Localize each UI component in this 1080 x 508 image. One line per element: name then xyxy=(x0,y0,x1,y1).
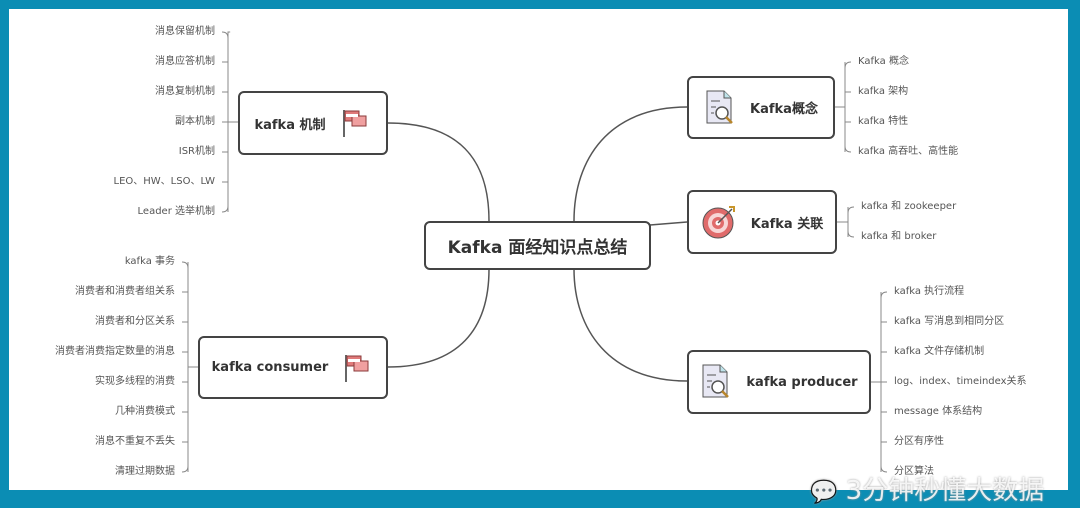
subtopic[interactable]: Leader 选举机制 xyxy=(137,206,215,217)
subtopic[interactable]: log、index、timeindex关系 xyxy=(894,376,1027,387)
topic-kafka-relation[interactable]: Kafka 关联 xyxy=(687,190,837,254)
subtopic[interactable]: kafka 架构 xyxy=(858,86,909,97)
subtopic[interactable]: 消费者和分区关系 xyxy=(95,316,175,327)
topic-label: kafka 机制 xyxy=(254,117,326,133)
subtopic[interactable]: 分区算法 xyxy=(894,466,934,477)
flag-icon xyxy=(342,110,367,137)
subtopic[interactable]: 分区有序性 xyxy=(894,436,944,447)
document-search-icon xyxy=(706,90,733,124)
subtopic[interactable]: 消费者和消费者组关系 xyxy=(75,286,175,297)
branch-mechanism xyxy=(387,122,490,222)
watermark: 💬 3分钟秒懂大数据 xyxy=(810,470,1044,507)
central-topic[interactable]: Kafka 面经知识点总结 xyxy=(424,221,651,270)
subtopic[interactable]: 实现多线程的消费 xyxy=(95,376,175,387)
target-icon xyxy=(702,206,735,239)
central-topic-label: Kafka 面经知识点总结 xyxy=(447,238,628,258)
connector-lines xyxy=(181,31,888,473)
subtopic[interactable]: kafka 和 zookeeper xyxy=(861,201,957,212)
subtopic[interactable]: Kafka 概念 xyxy=(858,56,909,67)
branch-relation xyxy=(649,221,688,226)
branch-consumer xyxy=(387,268,490,368)
topic-kafka-concept[interactable]: Kafka概念 xyxy=(687,76,835,139)
mindmap-canvas: Kafka 面经知识点总结 kafka 机制 kafka consumer Ka… xyxy=(9,9,1068,490)
topic-kafka-producer[interactable]: kafka producer xyxy=(687,350,871,414)
subtopic[interactable]: 消费者消费指定数量的消息 xyxy=(55,346,175,357)
topic-kafka-mechanism[interactable]: kafka 机制 xyxy=(238,91,388,155)
subtopic[interactable]: kafka 高吞吐、高性能 xyxy=(858,146,959,157)
subtopic[interactable]: LEO、HW、LSO、LW xyxy=(113,176,216,187)
flag-icon xyxy=(345,354,369,382)
subtopic[interactable]: ISR机制 xyxy=(178,146,215,157)
branch-producer xyxy=(573,268,688,382)
subtopic[interactable]: kafka 执行流程 xyxy=(894,286,965,297)
topic-kafka-consumer[interactable]: kafka consumer xyxy=(198,336,388,399)
subtopic[interactable]: 消息复制机制 xyxy=(155,86,215,97)
topic-label: Kafka概念 xyxy=(750,102,818,117)
subtopic[interactable]: 副本机制 xyxy=(175,116,215,127)
document-search-icon xyxy=(702,364,730,398)
topic-label: kafka producer xyxy=(746,374,858,390)
subtopic[interactable]: kafka 和 broker xyxy=(861,231,937,242)
wechat-icon: 💬 xyxy=(810,480,838,505)
topic-label: Kafka 关联 xyxy=(750,216,824,232)
subtopic[interactable]: kafka 事务 xyxy=(124,256,175,267)
topic-label: kafka consumer xyxy=(211,360,329,375)
subtopic[interactable]: 几种消费模式 xyxy=(115,406,175,417)
subtopic[interactable]: kafka 文件存储机制 xyxy=(894,346,985,357)
subtopic[interactable]: 清理过期数据 xyxy=(115,466,175,477)
subtopic[interactable]: 消息应答机制 xyxy=(155,56,215,67)
subtopic[interactable]: kafka 写消息到相同分区 xyxy=(894,316,1005,327)
subtopic[interactable]: message 体系结构 xyxy=(894,406,983,417)
watermark-text: 3分钟秒懂大数据 xyxy=(845,476,1045,506)
subtopic[interactable]: 消息保留机制 xyxy=(155,26,215,37)
branch-concept xyxy=(573,106,688,222)
subtopic[interactable]: kafka 特性 xyxy=(858,116,909,127)
subtopic[interactable]: 消息不重复不丢失 xyxy=(95,436,175,447)
